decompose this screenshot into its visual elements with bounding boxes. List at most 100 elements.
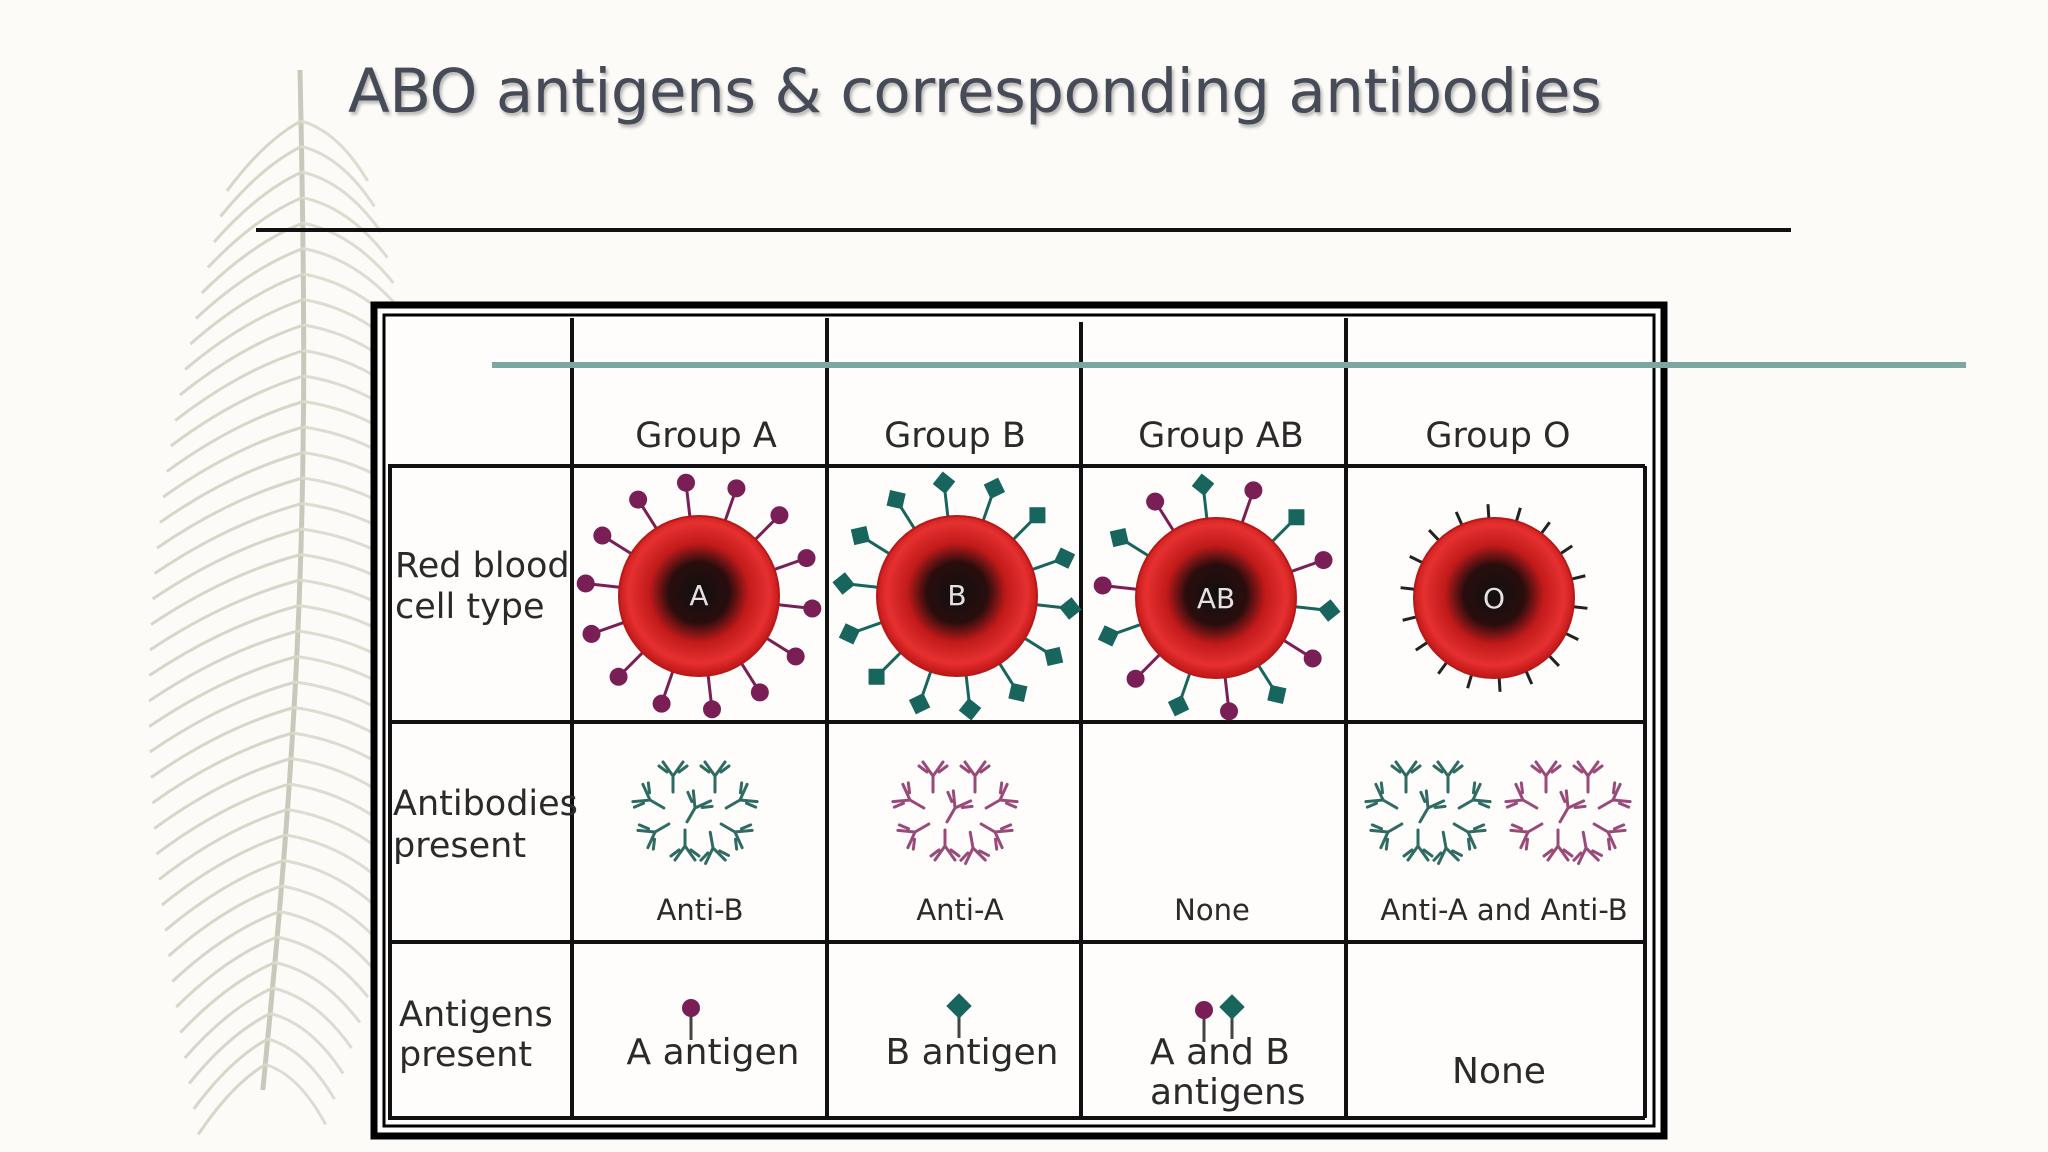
feather-barb [200, 221, 304, 295]
antibody-group-b: Anti-A [916, 893, 1003, 927]
antigen-b-mark [838, 623, 861, 645]
antibody-icon [1402, 828, 1434, 862]
feather-barb [165, 400, 304, 473]
feather-barb [153, 757, 292, 830]
feather-barb [302, 196, 389, 259]
antigen-a-mark [703, 700, 722, 719]
col-header-group-ab: Group AB [1138, 416, 1304, 456]
rbc-b-letter: B [947, 579, 966, 612]
antibody-group-a: Anti-B [657, 893, 744, 927]
antigen-a-mark [786, 647, 805, 666]
col-header-group-a: Group A [635, 416, 777, 456]
rbc-ab-letter: AB [1197, 582, 1235, 615]
antibody-icon [929, 828, 961, 862]
feather-barb [272, 986, 353, 1049]
feather-barb [276, 935, 370, 998]
antibody-icon [896, 822, 931, 851]
antigen-stalk [1400, 586, 1415, 591]
red-blood-cell [876, 515, 1038, 677]
antigen-stalk [1540, 521, 1551, 535]
antigen-a-mark [1303, 649, 1322, 668]
antibody-icon [891, 781, 926, 810]
antigen-a-mark [593, 526, 612, 545]
antibody-icon [1432, 830, 1464, 866]
antibody-icon [1457, 781, 1492, 810]
antigen-a-icon [682, 999, 700, 1017]
feather-barb [212, 170, 303, 243]
antigen-group-o: None [1452, 1051, 1546, 1092]
antigen-a-mark [1093, 576, 1112, 595]
antigen-stalk [1565, 632, 1579, 641]
feather-barb [179, 323, 305, 397]
antigen-a-mark [629, 490, 648, 509]
antigen-b-mark [1191, 473, 1215, 496]
antibody-icon [685, 789, 714, 824]
antigen-stalk [1437, 661, 1448, 675]
antibody-icon [1509, 822, 1544, 851]
feather-barb [171, 910, 280, 983]
title-divider [256, 228, 1791, 232]
antigen-b-mark [1029, 507, 1046, 524]
antibody-icon [669, 828, 701, 862]
antigen-a-mark [797, 549, 816, 568]
antibody-icon [631, 781, 666, 810]
rbc-a-letter: A [689, 579, 708, 612]
antigen-b-mark [1318, 599, 1341, 622]
accent-rule [492, 362, 1966, 368]
antigen-stalk [1524, 670, 1534, 685]
antigen-a-mark [676, 473, 695, 492]
feather-barb [219, 145, 303, 218]
antigen-group-ab-1: A and B [1150, 1032, 1290, 1073]
antigen-stalk [1486, 504, 1491, 519]
feather-barb [156, 476, 304, 550]
antigen-a-mark [576, 574, 595, 593]
antibody-icon [1558, 789, 1587, 824]
feather-barb [302, 247, 401, 310]
feather-barb [274, 961, 362, 1024]
row-label-antigens-1: Antigens [399, 995, 553, 1035]
antigen-a-mark [750, 683, 769, 702]
antigen-a-mark [582, 624, 601, 643]
feather-barb [174, 349, 305, 422]
antigen-a-mark [652, 694, 671, 713]
red-blood-cell [618, 515, 780, 677]
feather-barb [196, 1063, 267, 1136]
feather-barb [302, 221, 395, 284]
feather-barb [184, 298, 304, 371]
feather-barb [175, 935, 278, 1009]
antibody-icon [979, 822, 1014, 851]
antibody-icon [984, 781, 1019, 810]
antigen-a-mark [1244, 481, 1263, 500]
antigen-a-mark [1146, 492, 1165, 511]
feather-barb [155, 782, 290, 856]
feather-barb [150, 706, 295, 779]
red-blood-cell [1135, 517, 1297, 679]
feather-barb [279, 910, 377, 973]
feather-barb [151, 527, 302, 601]
feather-barb [160, 833, 287, 907]
slide-title: ABO antigens & corresponding antibodies [348, 56, 1602, 127]
antigen-b-mark [1097, 625, 1120, 647]
antigen-a-mark [1220, 702, 1239, 721]
feather-barb [300, 119, 369, 182]
feather-barb [167, 884, 283, 958]
antigen-b-mark [886, 490, 906, 510]
antigen-stalk [1454, 511, 1464, 526]
antigen-b-mark [908, 692, 931, 715]
feather-barb [192, 1037, 269, 1110]
antigen-b-mark [1044, 646, 1064, 667]
antibody-icon [1592, 822, 1627, 851]
antibody-icon [699, 760, 731, 794]
antibody-icon [959, 760, 991, 794]
table-inner-frame [382, 313, 1656, 1128]
feather-barb [189, 272, 304, 346]
col-header-group-o: Group O [1425, 416, 1570, 456]
antigen-b-mark [1008, 682, 1028, 702]
antigen-b-icon [946, 993, 972, 1019]
antigen-b-mark [1288, 509, 1305, 526]
antigen-a-mark [1126, 669, 1145, 688]
antigen-stalk [1497, 677, 1502, 692]
feather-barb [264, 1063, 327, 1126]
antigen-a-mark [1314, 551, 1333, 570]
